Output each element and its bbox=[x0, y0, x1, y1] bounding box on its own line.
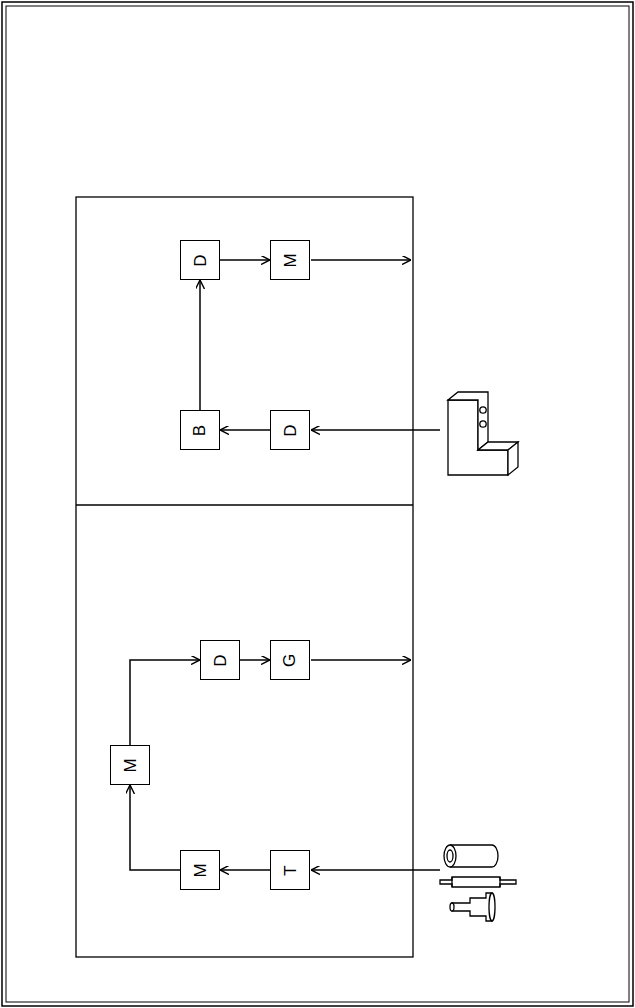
box-letter: D bbox=[212, 654, 229, 666]
tube-part bbox=[444, 845, 498, 867]
process-box: M bbox=[180, 850, 220, 890]
inner-frame bbox=[6, 6, 629, 1002]
box-letter: M bbox=[191, 863, 208, 877]
flow-arrow bbox=[130, 660, 200, 745]
process-box: D bbox=[200, 640, 240, 680]
output-arrow bbox=[311, 259, 411, 261]
flow-arrow bbox=[220, 869, 270, 871]
flow-arrow bbox=[130, 785, 180, 870]
output-arrow bbox=[311, 659, 411, 661]
box-letter: M bbox=[281, 253, 298, 267]
box-letter: M bbox=[121, 758, 138, 772]
panel-divider bbox=[76, 504, 413, 505]
process-box: D bbox=[270, 410, 310, 450]
flow-arrow bbox=[220, 429, 270, 431]
process-box: M bbox=[110, 745, 150, 785]
flow-arrow bbox=[240, 659, 270, 661]
process-box: B bbox=[180, 410, 220, 450]
panel-frame bbox=[76, 197, 413, 957]
flow-arrow bbox=[220, 259, 270, 261]
input-arrow bbox=[311, 429, 440, 431]
box-letter: D bbox=[282, 424, 299, 436]
process-box: M bbox=[270, 240, 310, 280]
bracket-part bbox=[448, 392, 518, 475]
input-arrow bbox=[311, 869, 440, 871]
box-letter: B bbox=[192, 424, 209, 435]
process-box: G bbox=[270, 640, 310, 680]
box-letter: D bbox=[192, 254, 209, 266]
pin-part bbox=[450, 893, 495, 921]
box-letter: G bbox=[281, 653, 298, 666]
process-box: T bbox=[270, 850, 310, 890]
flow-arrow bbox=[199, 280, 201, 410]
process-box: D bbox=[180, 240, 220, 280]
box-letter: T bbox=[281, 865, 298, 875]
shaft-part bbox=[440, 877, 516, 887]
